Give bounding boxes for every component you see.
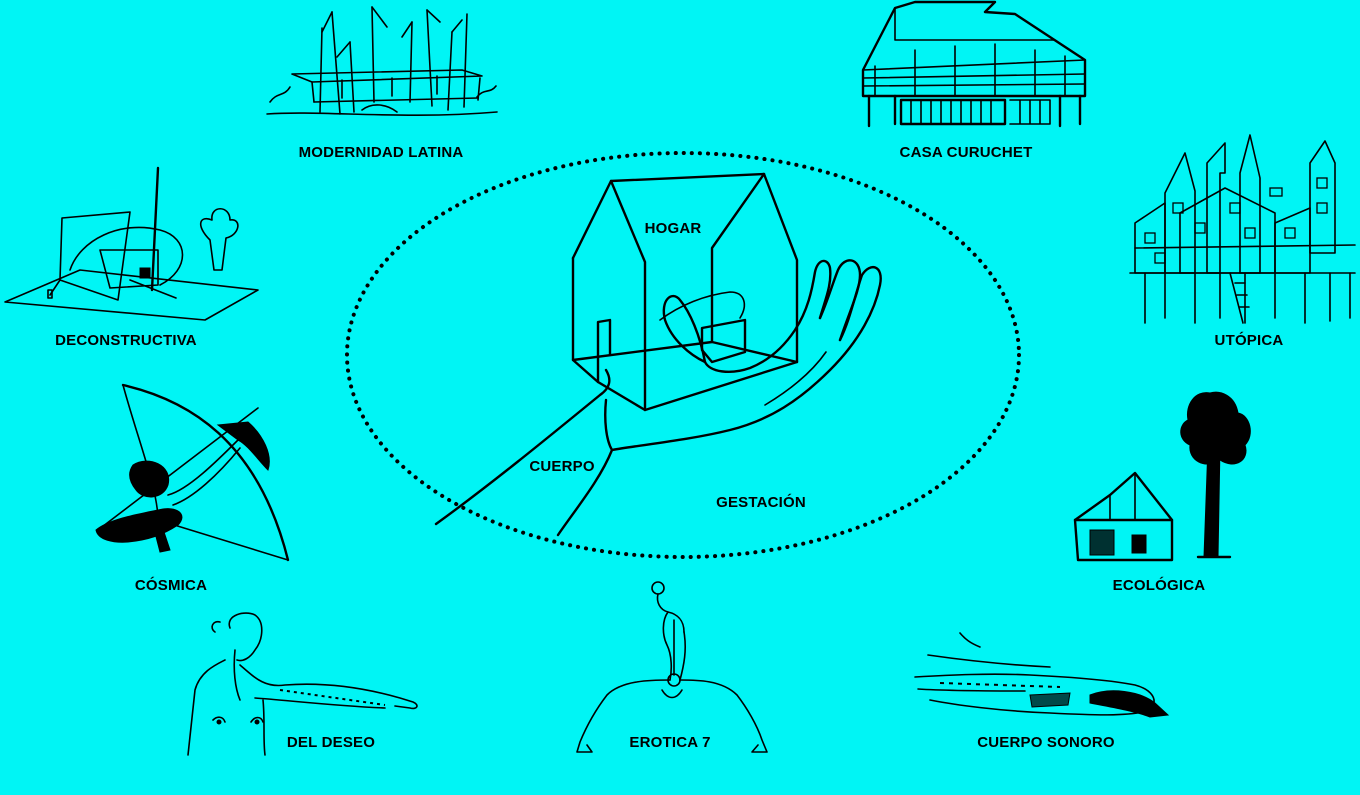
label-modernidad: MODERNIDAD LATINA [298,144,464,161]
archer-icon [95,383,290,562]
label-hogar: HOGAR [644,220,702,237]
deconstructivist-model-icon [4,166,259,321]
label-cosmica: CÓSMICA [134,577,208,594]
label-ecologica: ECOLÓGICA [1112,577,1206,594]
label-curuchet: CASA CURUCHET [899,144,1033,161]
label-utopica: UTÓPICA [1214,332,1284,349]
crouching-figure-icon [576,581,768,753]
label-cuerpo: CUERPO [529,458,595,475]
stilt-houses-icon [1129,134,1356,324]
dotted-ellipse [345,151,1021,559]
label-deseo: DEL DESEO [286,734,376,751]
hand-icon [434,259,882,537]
reclining-figure-icon [914,632,1170,718]
cabin-and-tree-icon [1073,391,1251,562]
modernist-villa-icon [861,0,1087,128]
label-gestacion: GESTACIÓN [716,494,806,511]
label-erotica: EROTICA 7 [629,734,711,751]
label-deconstructiva: DECONSTRUCTIVA [55,332,197,349]
tattooed-figure-icon [187,612,418,756]
label-sonoro: CUERPO SONORO [977,734,1115,751]
glass-house-forest-icon [266,6,498,117]
house-wireframe-icon [571,172,799,412]
